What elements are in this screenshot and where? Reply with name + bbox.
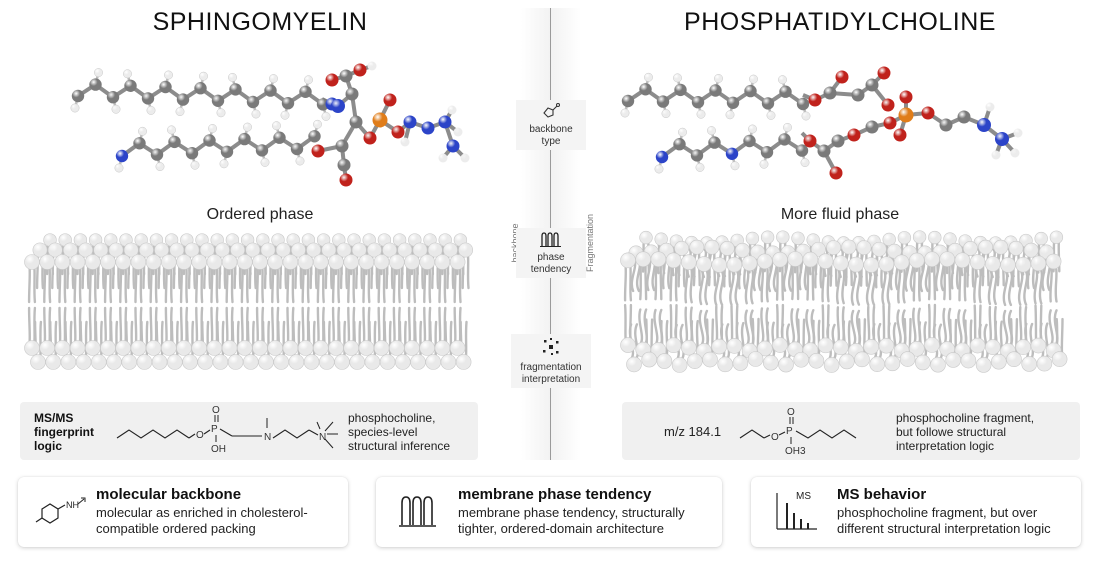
molecular-backbone-title: molecular backbone bbox=[96, 486, 242, 503]
ms-behavior-line1: phosphocholine fragment, but over bbox=[837, 505, 1038, 520]
lipid-heads bbox=[24, 233, 474, 370]
right-msms-desc-line1: phosphocholine fragment, bbox=[896, 411, 1035, 425]
sphingomyelin-fragment-structure: O P O OH N N bbox=[116, 405, 338, 455]
left-msms-panel: MS/MS fingerprint logic O P O OH N N pho… bbox=[20, 402, 478, 460]
sphingomyelin-molecule bbox=[70, 61, 470, 187]
lipid-heads bbox=[620, 230, 1068, 373]
backbone-type-icon bbox=[543, 103, 560, 118]
phase-tendency-line2: tendency bbox=[530, 264, 572, 275]
msms-label-line3: logic bbox=[34, 439, 63, 453]
ms-behavior-card: MS MS behavior phosphocholine fragment, … bbox=[751, 477, 1081, 547]
membrane-phase-text: membrane phase tendency, structurally ti… bbox=[458, 505, 685, 537]
right-msms-desc-line2: but followe structural bbox=[896, 425, 1007, 439]
right-msms-panel: m/z 184.1 O P O OH3 phosphocholine fragm… bbox=[622, 402, 1080, 460]
backbone-structure-icon: NH bbox=[35, 497, 86, 524]
mz-value: m/z 184.1 bbox=[664, 424, 722, 439]
fragment-hydroxyl: OH bbox=[211, 444, 226, 455]
left-msms-desc-line3: structural inference bbox=[348, 439, 451, 453]
left-msms-desc-line1: phosphocholine, bbox=[348, 411, 436, 425]
molecular-backbone-line2: compatible ordered packing bbox=[96, 521, 256, 536]
fluid-phase-label: More fluid phase bbox=[780, 206, 900, 223]
fragment-nitrogen-2: N bbox=[319, 432, 326, 443]
ms-icon-label: MS bbox=[796, 491, 811, 502]
phase-tendency-icon bbox=[540, 232, 561, 247]
msms-fingerprint-label: MS/MS fingerprint logic bbox=[34, 411, 94, 453]
phase-tendency-line1: phase bbox=[537, 252, 565, 263]
phosphatidylcholine-fragment-structure: O P O OH3 bbox=[739, 407, 857, 457]
membrane-phase-card: membrane phase tendency membrane phase t… bbox=[376, 477, 722, 547]
molecular-backbone-line1: molecular as enriched in cholesterol- bbox=[96, 505, 308, 520]
ms-behavior-title: MS behavior bbox=[837, 486, 927, 503]
fragment-phosphorus: P bbox=[211, 424, 218, 435]
pc-fragment-oxygen-left: O bbox=[771, 432, 779, 443]
msms-label-line2: fingerprint bbox=[34, 425, 94, 439]
fragmentation-line2: interpretation bbox=[521, 374, 581, 385]
molecular-backbone-text: molecular as enriched in cholesterol- co… bbox=[96, 505, 308, 537]
molecule-atoms bbox=[70, 61, 470, 187]
ordered-membrane-illustration bbox=[24, 233, 474, 370]
membrane-phase-line1: membrane phase tendency, structurally bbox=[458, 505, 685, 520]
backbone-type-item: backbone type bbox=[516, 100, 586, 150]
ms-spectrum-icon: MS bbox=[776, 491, 817, 530]
phase-tendency-item: phase tendency bbox=[516, 228, 586, 278]
fragmentation-vertical-label: Fragmentation bbox=[585, 213, 595, 273]
phosphatidylcholine-molecule bbox=[620, 66, 1023, 180]
sphingomyelin-title: SPHINGOMYELIN bbox=[152, 8, 368, 36]
msms-label-line1: MS/MS bbox=[34, 411, 74, 425]
ms-behavior-text: phosphocholine fragment, but over differ… bbox=[837, 505, 1051, 537]
backbone-type-line1: backbone bbox=[529, 124, 573, 135]
membrane-phase-line2: tighter, ordered-domain architecture bbox=[458, 521, 664, 536]
right-msms-desc-line3: interpretation logic bbox=[896, 439, 995, 453]
left-msms-description: phosphocholine, species-level structural… bbox=[348, 411, 450, 453]
fragment-oxygen-top: O bbox=[212, 405, 220, 416]
right-msms-description: phosphocholine fragment, but followe str… bbox=[896, 411, 1034, 453]
molecular-backbone-card: NH molecular backbone molecular as enric… bbox=[18, 477, 348, 547]
ordered-phase-label: Ordered phase bbox=[206, 206, 314, 223]
pc-fragment-phosphorus: P bbox=[786, 426, 793, 437]
backbone-icon-nh: NH bbox=[66, 500, 79, 510]
ms-behavior-line2: different structural interpretation logi… bbox=[837, 521, 1051, 536]
molecule-atoms bbox=[620, 66, 1023, 180]
fluid-membrane-illustration bbox=[620, 230, 1068, 373]
fragmentation-line1: fragmentation bbox=[520, 362, 582, 373]
fragment-oxygen-left: O bbox=[196, 430, 204, 441]
fragment-nitrogen-1: N bbox=[264, 432, 271, 443]
membrane-phase-icon bbox=[399, 496, 436, 527]
pc-fragment-oxygen-top: O bbox=[787, 407, 795, 418]
phosphatidylcholine-title: PHOSPHATIDYLCHOLINE bbox=[684, 8, 996, 36]
fragmentation-icon bbox=[543, 338, 559, 355]
backbone-type-line2: type bbox=[541, 136, 561, 147]
pc-fragment-oh3: OH3 bbox=[785, 446, 806, 457]
left-msms-desc-line2: species-level bbox=[348, 425, 418, 439]
membrane-phase-title: membrane phase tendency bbox=[458, 486, 652, 503]
fragmentation-interpretation-item: fragmentation interpretation bbox=[511, 334, 591, 388]
